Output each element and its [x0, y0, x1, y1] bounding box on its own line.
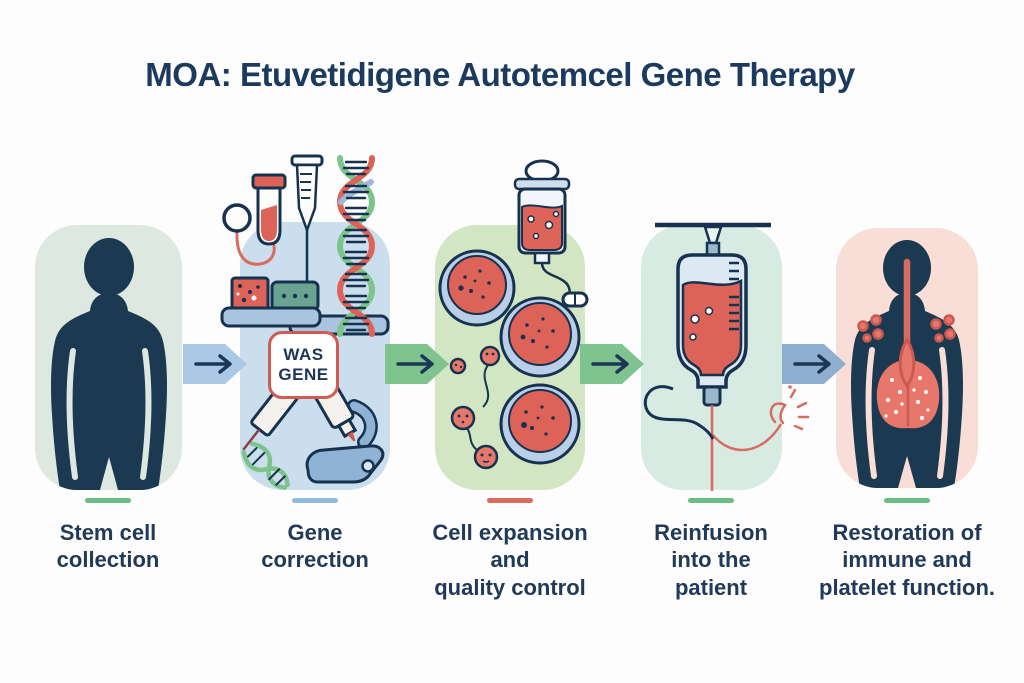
dna-helix-icon — [336, 155, 376, 337]
tube-port-icon — [222, 203, 252, 233]
right-arrow-icon — [591, 354, 629, 374]
hand-sketch-icon — [769, 385, 810, 431]
gene-editing-lab-icon — [220, 154, 390, 490]
stage-label: Gene correction — [261, 519, 369, 573]
flow-arrow-2 — [385, 340, 451, 388]
iv-infusion-bag-icon — [643, 222, 810, 491]
stage-panel-reinfusion — [641, 222, 810, 491]
tubing-coil-icon — [643, 385, 715, 440]
stage-caption-gene-correction: Gene correction — [205, 498, 425, 574]
was-gene-label: WAS GENE — [268, 331, 339, 399]
stage-caption-stem-cell-collection: Stem cell collection — [0, 498, 218, 574]
petri-dish-culture-icon — [438, 159, 589, 470]
stage-underline — [292, 498, 338, 503]
stage-panel-restoration — [836, 228, 978, 488]
patient-organs-icon — [851, 240, 963, 488]
culture-bag-icon — [513, 159, 589, 308]
stage-label: Cell expansion and quality control — [432, 519, 588, 600]
stage-underline — [688, 498, 734, 503]
petri-dish-icon — [499, 296, 581, 378]
stage-underline — [85, 498, 131, 503]
right-arrow-icon — [793, 354, 831, 374]
flow-arrow-4 — [782, 340, 848, 388]
stage-label: Restoration of immune and platelet funct… — [819, 519, 995, 600]
stage-panel-stem-cell-collection — [35, 225, 182, 490]
stage-panel-gene-correction: WAS GENE — [220, 154, 390, 490]
stage-caption-restoration: Restoration of immune and platelet funct… — [797, 498, 1017, 601]
flow-arrow-1 — [183, 340, 249, 388]
immune-cells-icon — [857, 314, 956, 343]
stage-label: Reinfusion into the patient — [654, 519, 768, 600]
stage-label: Stem cell collection — [56, 519, 160, 573]
right-arrow-icon — [194, 354, 232, 374]
blood-tube-icon — [251, 173, 287, 246]
reagent-shelf-icon — [220, 276, 390, 336]
graduation-marks-icon — [729, 261, 739, 331]
pipette-icon — [290, 154, 324, 318]
stage-underline — [487, 498, 533, 503]
flow-arrow-3 — [580, 340, 646, 388]
right-arrow-icon — [396, 354, 434, 374]
stage-panel-cell-expansion — [435, 159, 589, 490]
petri-dish-icon — [438, 249, 516, 327]
petri-dish-icon — [499, 383, 581, 465]
patient-silhouette-icon — [51, 238, 167, 490]
mini-dna-icon — [241, 441, 290, 490]
stem-cells-icon — [449, 345, 501, 470]
stage-caption-reinfusion: Reinfusion into the patient — [601, 498, 821, 601]
page-title: MOA: Etuvetidigene Autotemcel Gene Thera… — [145, 56, 855, 93]
stage-underline — [884, 498, 930, 503]
restored-organs-icon — [857, 258, 956, 429]
stage-caption-cell-expansion: Cell expansion and quality control — [400, 498, 620, 601]
